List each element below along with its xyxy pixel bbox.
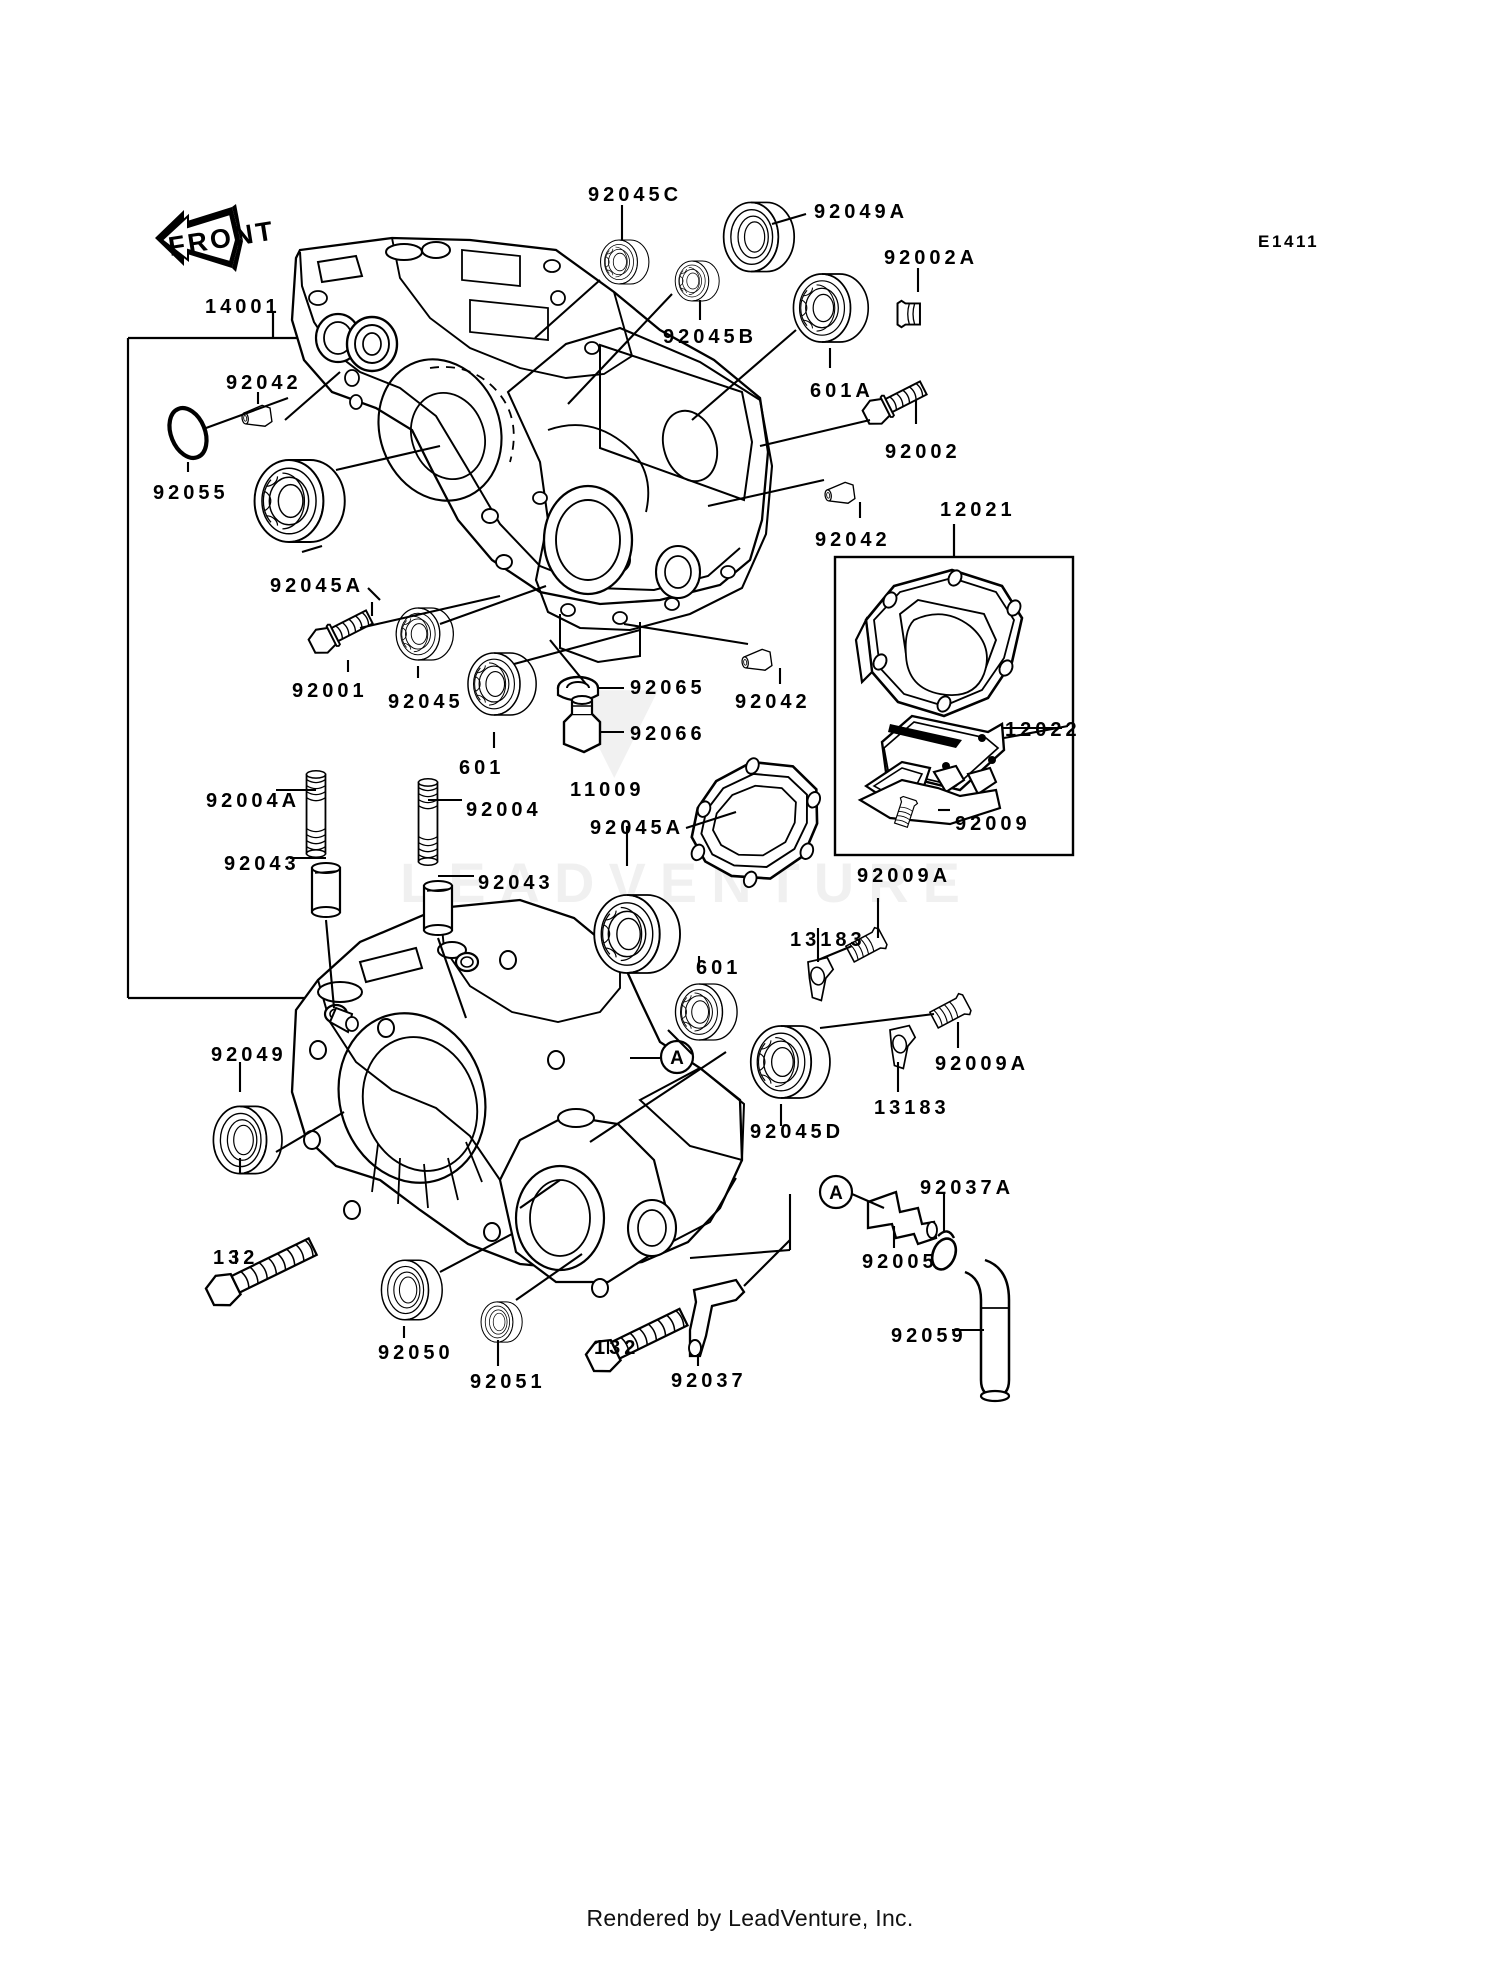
part-label-11009: 11009 (570, 779, 645, 801)
dowel-92043-b (422, 880, 454, 936)
svg-text:A: A (829, 1183, 843, 1204)
bolt-92001 (305, 604, 377, 659)
part-label-92009: 92009 (955, 813, 1031, 835)
part-label-92037a: 92037A (920, 1177, 1015, 1199)
part-label-92045: 92045 (388, 691, 464, 713)
part-label-132-bottom: 132 (594, 1337, 640, 1359)
part-label-92055: 92055 (153, 482, 229, 504)
part-label-92050: 92050 (378, 1342, 454, 1364)
diagram-code: E1411 (1258, 232, 1320, 251)
screw-92009a-low (927, 991, 974, 1032)
callout-a-upper: A (659, 1039, 695, 1075)
stud-bolt-92004 (417, 777, 439, 867)
part-label-92004: 92004 (466, 799, 542, 821)
reed-valve-plate-12022 (857, 714, 1069, 826)
part-label-14001: 14001 (205, 296, 281, 318)
part-label-92045d: 92045D (750, 1121, 845, 1143)
part-label-92045a-lower: 92045A (590, 817, 685, 839)
part-label-92045c: 92045C (588, 184, 683, 206)
part-label-92037: 92037 (671, 1370, 747, 1392)
part-label-92009a-top: 92009A (857, 865, 952, 887)
part-label-92002a: 92002A (884, 247, 979, 269)
part-label-92004a: 92004A (206, 790, 301, 812)
lower-crankcase-half (290, 898, 746, 1298)
part-label-92066: 92066 (630, 723, 706, 745)
part-label-601a: 601A (810, 380, 874, 402)
svg-text:A: A (670, 1048, 684, 1069)
clip-92037a (930, 1230, 958, 1271)
bolt-132-left (204, 1236, 319, 1307)
part-label-13183-top: 13183 (790, 929, 866, 951)
part-label-92042-low: 92042 (735, 691, 811, 713)
part-label-132-left: 132 (213, 1247, 259, 1269)
front-direction-arrow: FRONT (155, 204, 278, 272)
stopper-plate-13183-low (889, 1024, 917, 1070)
stud-bolt-92004a (305, 769, 327, 859)
part-label-13183-lower: 13183 (874, 1097, 950, 1119)
bearing-92045c (599, 239, 650, 285)
stopper-plate-13183-top (807, 956, 835, 1002)
o-ring-92055 (167, 405, 209, 461)
callout-a-lower: A (818, 1174, 854, 1210)
part-label-92049: 92049 (211, 1044, 287, 1066)
breather-tube-92059 (964, 1258, 1011, 1403)
bolt-92002a (896, 299, 921, 329)
dowel-pin-92042-low (739, 647, 774, 674)
leader-lines (186, 205, 1062, 1366)
oil-seal-92051 (480, 1301, 523, 1343)
part-label-92005: 92005 (862, 1251, 938, 1273)
part-label-601-mid: 601 (459, 757, 505, 779)
reed-valve-body-12021 (854, 568, 1024, 718)
part-label-92045b: 92045B (663, 326, 758, 348)
bearing-92045-mid (395, 607, 454, 661)
part-label-92002: 92002 (885, 441, 961, 463)
part-label-12021: 12021 (940, 499, 1016, 521)
part-label-92042-mid: 92042 (815, 529, 891, 551)
upper-crankcase-left-half (506, 326, 774, 664)
bearing-601a (792, 273, 870, 343)
oil-seal-92050 (380, 1259, 443, 1321)
reed-valve-gasket-11009 (690, 757, 822, 889)
reed-valve-assembly-box (833, 524, 1075, 857)
drain-plug-92066 (562, 695, 602, 754)
part-label-92059: 92059 (891, 1325, 967, 1347)
dowel-92043-a (310, 862, 342, 918)
oil-seal-92049a (722, 201, 796, 273)
part-label-12022: 12022 (1005, 719, 1081, 741)
part-label-92043-a: 92043 (224, 853, 300, 875)
part-label-92051: 92051 (470, 1371, 546, 1393)
bearing-92045d (749, 1025, 831, 1099)
oil-seal-92049 (212, 1105, 283, 1175)
part-label-601-lower: 601 (696, 957, 742, 979)
part-label-92042-top: 92042 (226, 372, 302, 394)
bearing-92045a-upper (253, 459, 346, 543)
part-label-92045a-upper: 92045A (270, 575, 365, 597)
bearing-601-mid (467, 652, 537, 716)
part-label-92065: 92065 (630, 677, 706, 699)
part-label-92043-b: 92043 (478, 872, 554, 894)
bearing-92045a-lower (593, 894, 681, 974)
part-label-92001: 92001 (292, 680, 368, 702)
bolt-132-bottom (584, 1307, 690, 1373)
footer-attribution: Rendered by LeadVenture, Inc. (586, 1905, 914, 1931)
bearing-601-lower (674, 983, 738, 1041)
breather-fitting-92005 (866, 1190, 938, 1246)
clamp-92037 (688, 1278, 746, 1358)
dowel-pin-92042-mid (822, 480, 857, 507)
bearing-92045b (674, 260, 720, 302)
part-label-92009a-lower: 92009A (935, 1053, 1030, 1075)
part-label-92049a: 92049A (814, 201, 909, 223)
dowel-pin-92042-top (239, 403, 274, 430)
